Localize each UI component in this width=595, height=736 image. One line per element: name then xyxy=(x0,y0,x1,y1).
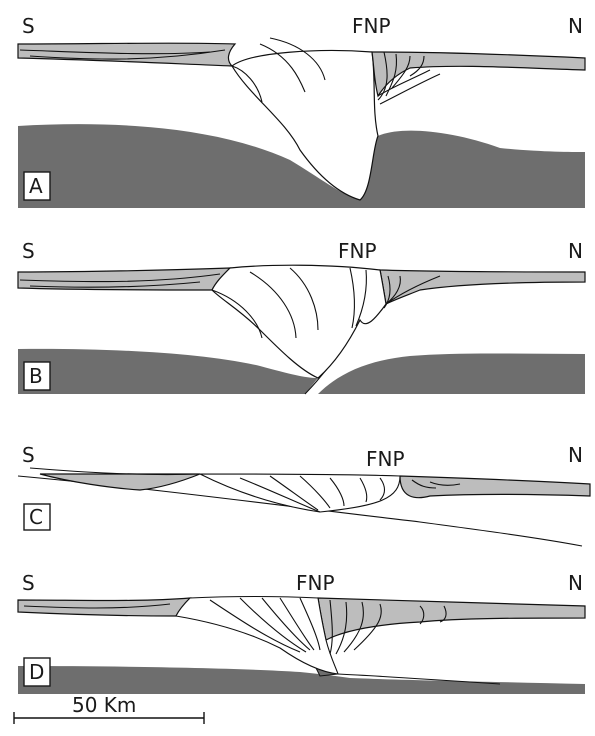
panel-b: S FNP N B xyxy=(18,239,585,394)
panel-d-basement xyxy=(18,666,585,694)
panel-b-basement-south xyxy=(18,349,318,394)
panel-b-south-label: S xyxy=(22,239,35,263)
panel-c: S FNP N C xyxy=(18,443,590,546)
panel-d-north-label: N xyxy=(568,571,583,595)
panel-a-sediment-south xyxy=(18,43,235,66)
panel-c-sediment-south xyxy=(40,474,200,490)
panel-a-fnp-label: FNP xyxy=(352,14,391,38)
panel-c-south-label: S xyxy=(22,443,35,467)
panel-a-north-label: N xyxy=(568,14,583,38)
panel-b-north-label: N xyxy=(568,239,583,263)
panel-b-fnp-label: FNP xyxy=(338,239,377,263)
panel-a-letter: A xyxy=(29,174,43,198)
panel-c-fnp-label: FNP xyxy=(366,447,405,471)
panel-d-fnp-label: FNP xyxy=(296,571,335,595)
panel-c-sediment-north xyxy=(400,476,590,498)
panel-c-north-label: N xyxy=(568,443,583,467)
panel-b-basement-north xyxy=(318,354,585,395)
panel-b-letter: B xyxy=(29,364,43,388)
panel-d: S FNP N D xyxy=(18,571,585,694)
panel-b-sediment-north xyxy=(380,270,585,304)
scale-bar-label: 50 Km xyxy=(72,693,136,717)
panel-d-south-label: S xyxy=(22,571,35,595)
scale-bar: 50 Km xyxy=(14,693,204,724)
panel-a: S FNP N A xyxy=(18,14,585,208)
panel-c-letter: C xyxy=(29,505,43,529)
panel-d-letter: D xyxy=(29,660,44,684)
panel-a-sediment-north xyxy=(372,52,585,96)
panel-a-south-label: S xyxy=(22,14,35,38)
